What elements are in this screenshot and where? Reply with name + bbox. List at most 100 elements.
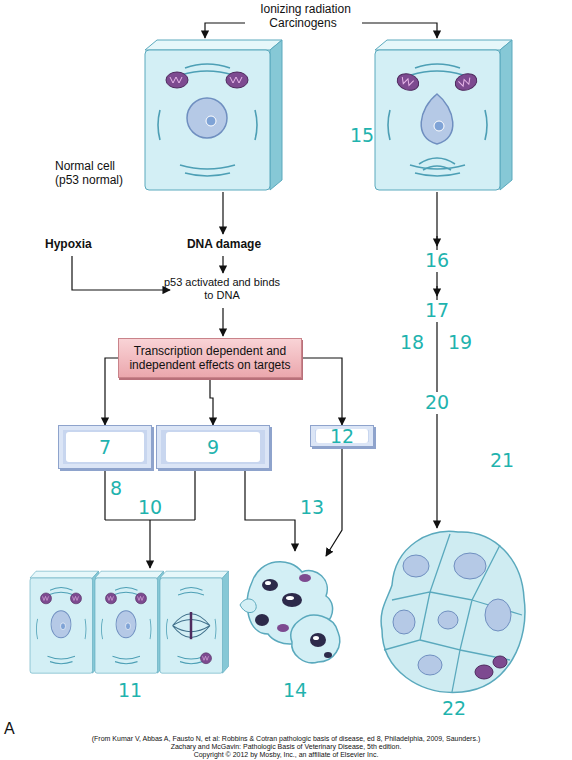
white-out: 7 [66, 432, 143, 462]
leader-line-part [72, 256, 170, 290]
leader-line-part [436, 192, 437, 528]
callout-number: 9 [207, 436, 219, 458]
tumor-mass-part [438, 611, 458, 629]
arrested-cells-part [160, 571, 229, 673]
tumor-mass-part [393, 610, 415, 634]
callout-number: 7 [99, 436, 111, 458]
target-box: 7 [58, 425, 152, 469]
panel-letter: A [4, 720, 15, 738]
apoptotic-cells-part [291, 615, 340, 663]
apoptotic-cells-part [265, 581, 271, 585]
callout-number: 16 [425, 250, 449, 272]
apoptotic-cells-part [313, 636, 319, 640]
leader-line-part [222, 256, 223, 273]
apoptotic-cells-part [240, 599, 256, 613]
callout-number: 11 [118, 680, 142, 702]
damaged-cell-part-part [395, 71, 421, 93]
apoptotic-cells-part [286, 596, 294, 600]
arrested-cells [30, 571, 229, 673]
box-text: Transcription dependent and independent … [123, 344, 297, 373]
caption: (From Kumar V, Abbas A, Fausto N, et al:… [0, 735, 572, 743]
leader-line-part [149, 520, 150, 568]
arrested-cells-part-part [106, 593, 117, 604]
damaged-cell-part-part [453, 71, 479, 93]
callout-number: 18 [400, 332, 424, 354]
apoptotic-cells [240, 562, 340, 663]
connector-arrow [105, 358, 118, 425]
leader-line-part [362, 23, 437, 38]
tumor-mass-part [381, 531, 525, 692]
apoptotic-cells-part [255, 614, 269, 626]
normal-cell-part [166, 72, 188, 88]
source-note: Copyright © 2012 by Mosby, Inc., an affi… [0, 751, 572, 759]
arrested-cells-part-part [116, 611, 136, 638]
damaged-cell-part [419, 158, 455, 170]
leader-line-part [436, 286, 437, 296]
arrested-cells-part-part [201, 653, 212, 664]
callout-number: 14 [283, 680, 307, 702]
arrested-cells-part-part [95, 571, 164, 673]
callout-number: 15 [350, 125, 374, 147]
apoptotic-cells-part [299, 574, 311, 582]
arrested-cells-part-part [190, 612, 193, 639]
damaged-cell-part [434, 121, 444, 131]
callout-number: 8 [110, 478, 122, 500]
damaged-cell-part [421, 94, 453, 144]
process-box: Transcription dependent and independent … [118, 338, 302, 378]
apoptotic-cells-part [282, 593, 302, 607]
tumor-mass-part [485, 599, 511, 631]
connector-arrow [302, 358, 342, 425]
arrested-cells-part-part [71, 593, 82, 604]
arrested-cells-part-part [30, 571, 99, 673]
apoptotic-cells-part [324, 652, 332, 658]
callout-number: 21 [490, 450, 514, 472]
normal-cell-part [226, 72, 248, 88]
step-label: p53 activated and binds to DNA [160, 276, 284, 301]
leader-line-part [105, 469, 195, 520]
callout-number: 17 [425, 300, 449, 322]
leader-line-part [326, 447, 342, 556]
damaged-cell-part [453, 71, 479, 93]
normal-cell [145, 40, 282, 190]
leader-line-part [205, 23, 245, 38]
apoptotic-cells-part [277, 624, 289, 632]
agent-label: Ionizing radiation [248, 3, 363, 17]
white-out: 9 [166, 432, 260, 462]
step-label: Hypoxia [45, 238, 92, 252]
tumor-mass-part [403, 555, 429, 577]
arrested-cells-part-part [136, 593, 147, 604]
leader-line-part [245, 469, 295, 551]
tumor-mass-part [493, 656, 507, 668]
tumor-mass-part [418, 655, 442, 675]
source-note: Zachary and McGavin: Pathologic Basis of… [0, 743, 572, 751]
damaged-cell [375, 40, 512, 190]
leader-line-part [222, 192, 223, 234]
callout-number: 20 [425, 392, 449, 414]
normal-cell-part [145, 40, 282, 190]
apoptotic-cells-part [310, 633, 326, 647]
cell-label: Normal cell (p53 normal) [55, 160, 137, 188]
apoptotic-cells-part [262, 579, 278, 591]
tumor-mass-part [384, 534, 522, 692]
arrested-cells-part-part [51, 611, 71, 638]
target-box: 9 [156, 425, 270, 469]
leader-line-part [222, 308, 223, 336]
callout-number: 13 [300, 497, 324, 519]
white-out: 12 [316, 429, 368, 443]
tumor-mass [381, 531, 525, 692]
callout-number: 10 [138, 497, 162, 519]
arrested-cells-part [30, 571, 99, 673]
connector-arrow [210, 378, 213, 425]
arrested-cells-part [95, 571, 164, 673]
arrested-cells-part-part [160, 571, 229, 673]
callout-number: 19 [448, 332, 472, 354]
step-label: DNA damage [178, 238, 270, 252]
tumor-mass-part [454, 553, 486, 579]
tumor-mass-part [475, 665, 493, 679]
arrested-cells-part-part [41, 593, 52, 604]
normal-cell-part [187, 98, 227, 138]
callout-number: 12 [330, 425, 354, 447]
